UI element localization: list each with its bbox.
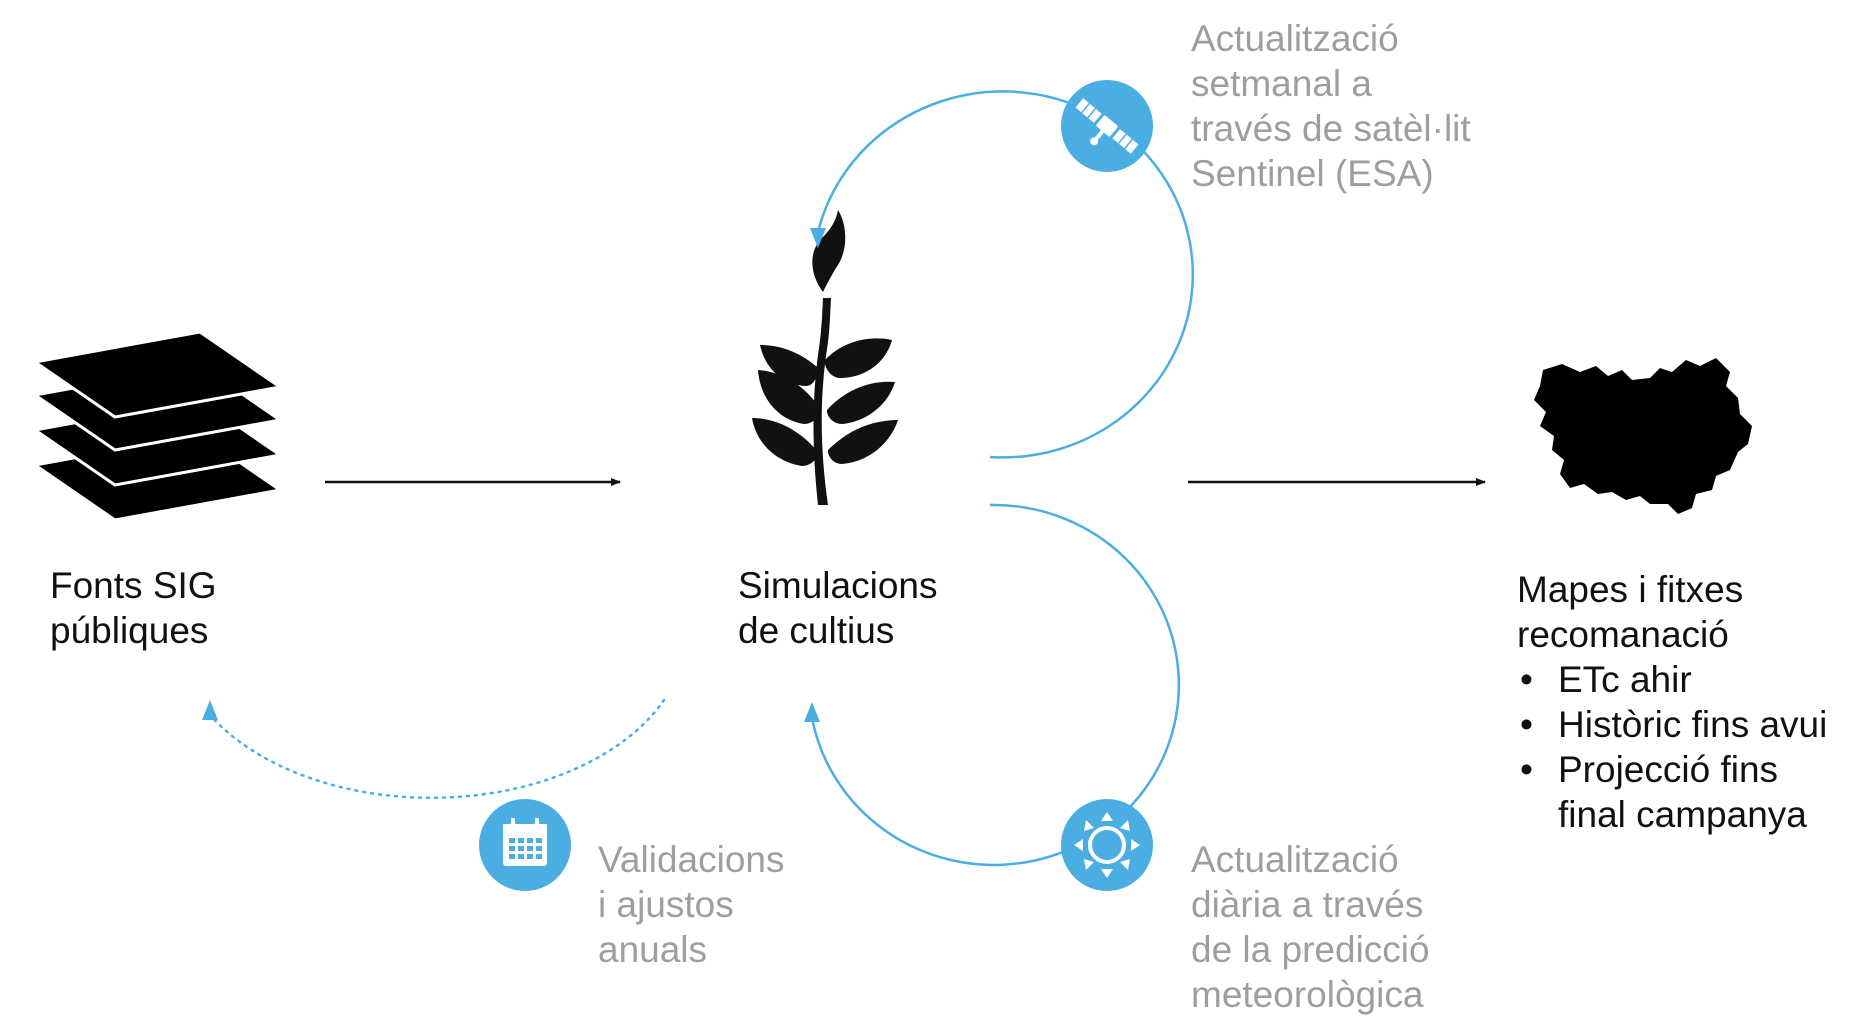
layers-icon xyxy=(31,330,284,522)
validation-label-line: Validacions xyxy=(598,839,785,880)
outputs-label: Mapes i fitxes recomanació ETc ahir Hist… xyxy=(1517,567,1827,837)
bullet-etc-yesterday: ETc ahir xyxy=(1517,657,1827,702)
outputs-bullet-list: ETc ahir Històric fins avui Projecció fi… xyxy=(1517,657,1827,837)
simulations-label-line: de cultius xyxy=(738,610,895,651)
sun-icon xyxy=(1061,799,1153,891)
validation-loop-arrow xyxy=(202,698,666,799)
satellite-update-label: Actualització setmanal a través de satèl… xyxy=(1191,16,1471,196)
weather-label-line: Actualització xyxy=(1191,839,1399,880)
simulations-label-line: Simulacions xyxy=(738,565,938,606)
satellite-icon xyxy=(1061,80,1153,172)
plant-icon xyxy=(752,210,898,505)
validation-label: Validacions i ajustos anuals xyxy=(598,837,784,972)
sources-label-line: públiques xyxy=(50,610,209,651)
satellite-label-line: través de satèl·lit xyxy=(1191,108,1471,149)
satellite-label-line: Actualització xyxy=(1191,18,1399,59)
weather-label-line: meteorològica xyxy=(1191,974,1424,1015)
calendar-icon xyxy=(479,799,571,891)
satellite-label-line: setmanal a xyxy=(1191,63,1372,104)
validation-label-line: anuals xyxy=(598,929,708,970)
region-map-icon xyxy=(1534,358,1752,514)
weather-label-line: diària a través xyxy=(1191,884,1424,925)
bullet-projection-line: Projecció fins xyxy=(1558,749,1779,790)
simulations-label: Simulacions de cultius xyxy=(738,563,937,653)
validation-label-line: i ajustos xyxy=(598,884,734,925)
weather-label-line: de la predicció xyxy=(1191,929,1430,970)
sources-label: Fonts SIG públiques xyxy=(50,563,217,653)
outputs-label-line: recomanació xyxy=(1517,614,1729,655)
bullet-projection-line: final campanya xyxy=(1558,794,1807,835)
bullet-projection: Projecció fins final campanya xyxy=(1517,747,1827,837)
satellite-label-line: Sentinel (ESA) xyxy=(1191,153,1434,194)
bullet-history-to-date: Històric fins avui xyxy=(1517,702,1827,747)
weather-loop-arrow xyxy=(804,503,1181,867)
outputs-label-line: Mapes i fitxes xyxy=(1517,569,1744,610)
satellite-loop-arrow xyxy=(810,90,1195,459)
sources-label-line: Fonts SIG xyxy=(50,565,217,606)
weather-update-label: Actualització diària a través de la pred… xyxy=(1191,837,1430,1017)
